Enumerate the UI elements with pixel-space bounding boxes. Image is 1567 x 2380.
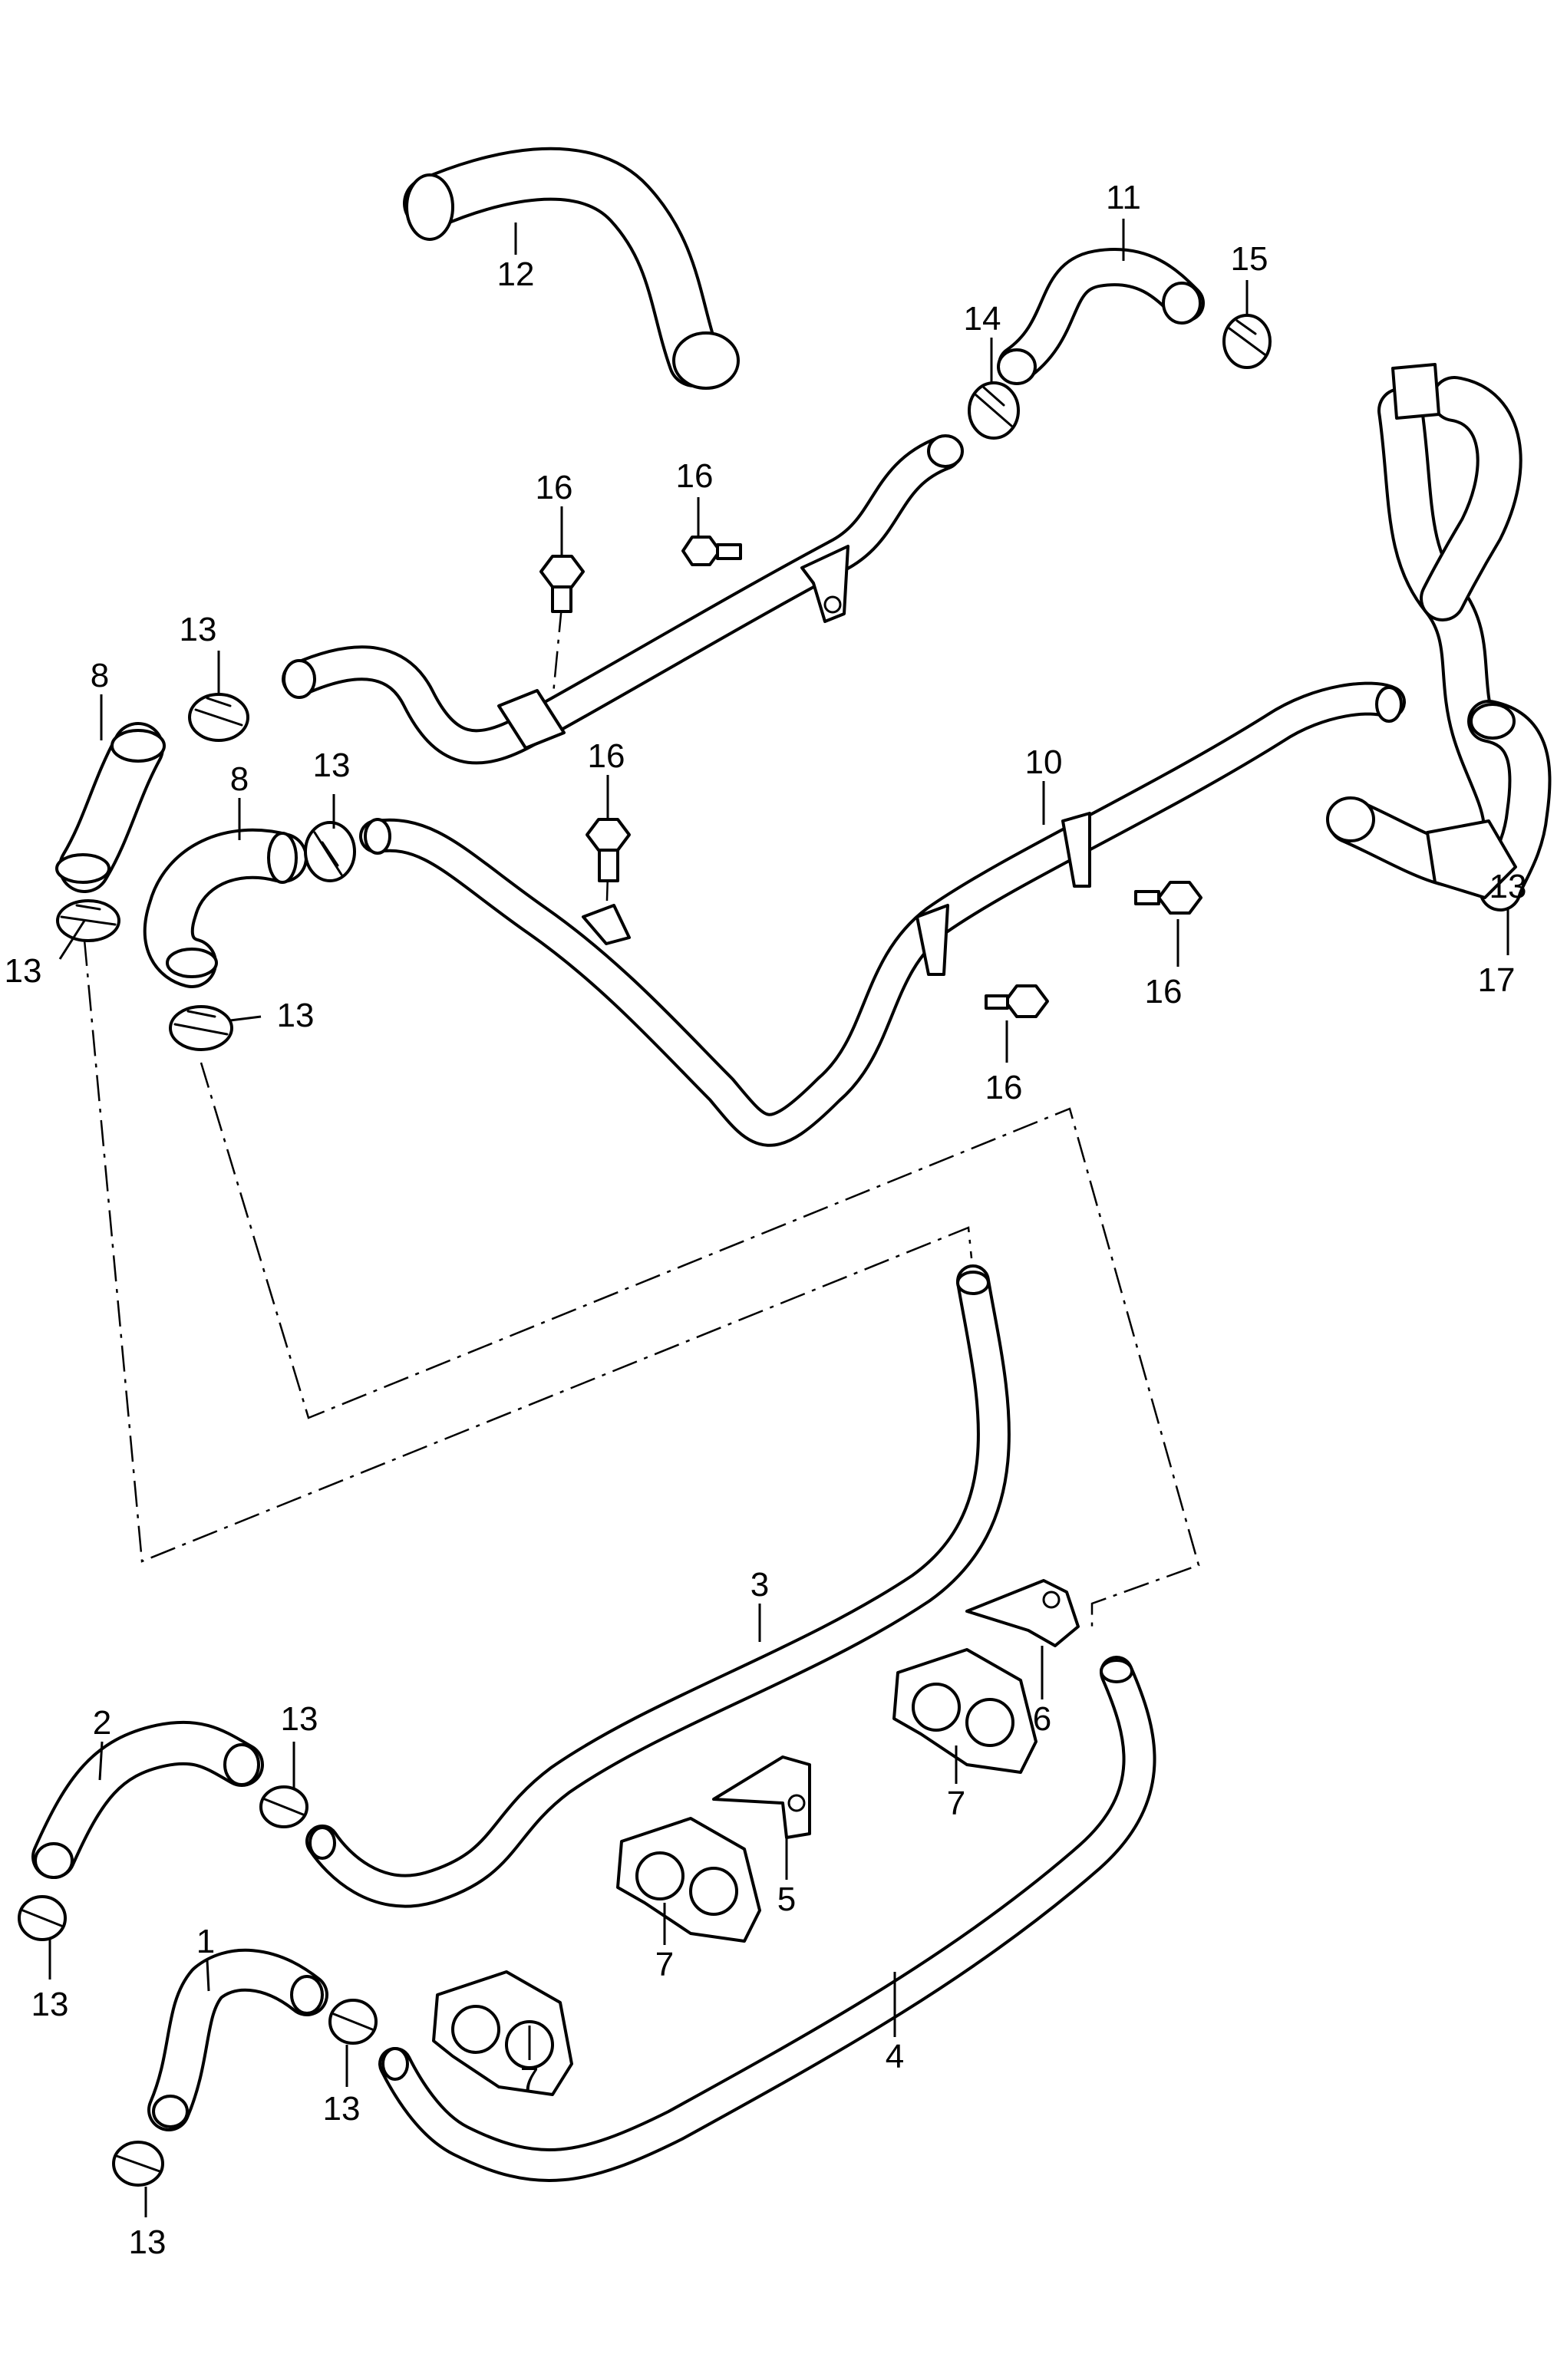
callout-13-b: 13 [313,747,351,784]
callout-13-i: 13 [1489,868,1527,905]
callout-16-a: 16 [536,469,573,506]
callout-7-mid: 7 [655,1946,674,1983]
callout-3: 3 [751,1566,769,1604]
pipe-brackets [497,363,1517,976]
callout-7-lower: 7 [520,2061,539,2098]
clamp-13-g [328,1999,378,2045]
callout-16-b: 16 [676,457,714,495]
holder-7-upper [892,1648,1038,1774]
bolt-16-c [586,818,631,882]
hose-ends [34,173,1403,2128]
callout-15: 15 [1231,240,1268,278]
bolt-16-b [681,536,742,566]
callout-13-g: 13 [323,2090,361,2128]
callout-labels: 1 2 3 4 5 6 7 7 7 8 8 10 11 12 13 13 13 … [5,179,1527,2261]
callout-4: 4 [886,2038,904,2075]
callout-6: 6 [1033,1700,1051,1738]
callout-13-c: 13 [5,952,42,990]
callout-2: 2 [93,1704,111,1742]
holders-and-brackets [432,1579,1080,2096]
callout-5: 5 [777,1881,796,1918]
callout-7-upper: 7 [947,1785,965,1822]
holder-7-mid [616,1817,761,1943]
hose-17-fitting [1391,363,1440,420]
pipe-10-bracket-mid [915,904,949,976]
callout-13-a: 13 [180,611,217,648]
bolt-16-e [985,984,1049,1018]
bolt-16-d [1134,881,1202,915]
hose-3 [305,1264,1011,1908]
callout-17: 17 [1478,961,1516,999]
assembly-line-bolt-16-mid [605,874,609,925]
bracket-5 [712,1755,811,1839]
bolts [539,536,1202,1018]
pipe-10-bracket-right [1061,812,1091,888]
callout-12: 12 [497,255,535,293]
clamp-13-b [56,899,120,942]
leader-lines [48,219,1509,2217]
upper-pipe-bracket-right [800,545,849,623]
callout-13-e: 13 [281,1700,318,1738]
hose-17-junction [1426,819,1517,899]
clamp-13-h [112,2141,164,2187]
clamp-14 [968,381,1020,440]
callout-8-upper: 8 [91,657,109,694]
holder-7-lower [432,1970,573,2096]
hose-upper-pipe [282,435,962,765]
callout-13-h: 13 [129,2223,167,2261]
assembly-line-left [83,939,973,1563]
bolt-16-a [539,555,585,613]
clamps [18,314,1516,2187]
clamp-15 [1222,314,1272,369]
assembly-line-middle [200,1062,1200,1633]
callout-16-e: 16 [985,1069,1023,1106]
callout-13-f: 13 [31,1986,69,2023]
callout-16-d: 16 [1145,973,1183,1010]
callout-13-d: 13 [277,997,315,1034]
clamp-13-a [188,693,249,742]
pipe-10-bracket-left [582,904,631,945]
clamp-13-c [304,821,356,882]
bracket-6 [965,1579,1080,1647]
callout-8-lower: 8 [230,760,249,798]
callout-11: 11 [1106,179,1141,216]
upper-pipe-bracket-left [497,689,566,750]
callout-16-c: 16 [588,737,625,775]
clamp-13-e [259,1785,308,1828]
clamp-13-f [18,1895,67,1941]
clamp-13-d [169,1005,233,1051]
callout-10: 10 [1025,743,1063,781]
callout-14: 14 [964,300,1001,338]
callout-1: 1 [196,1923,215,1960]
hoses [31,147,1552,2182]
clamp-13-i [1470,703,1516,740]
